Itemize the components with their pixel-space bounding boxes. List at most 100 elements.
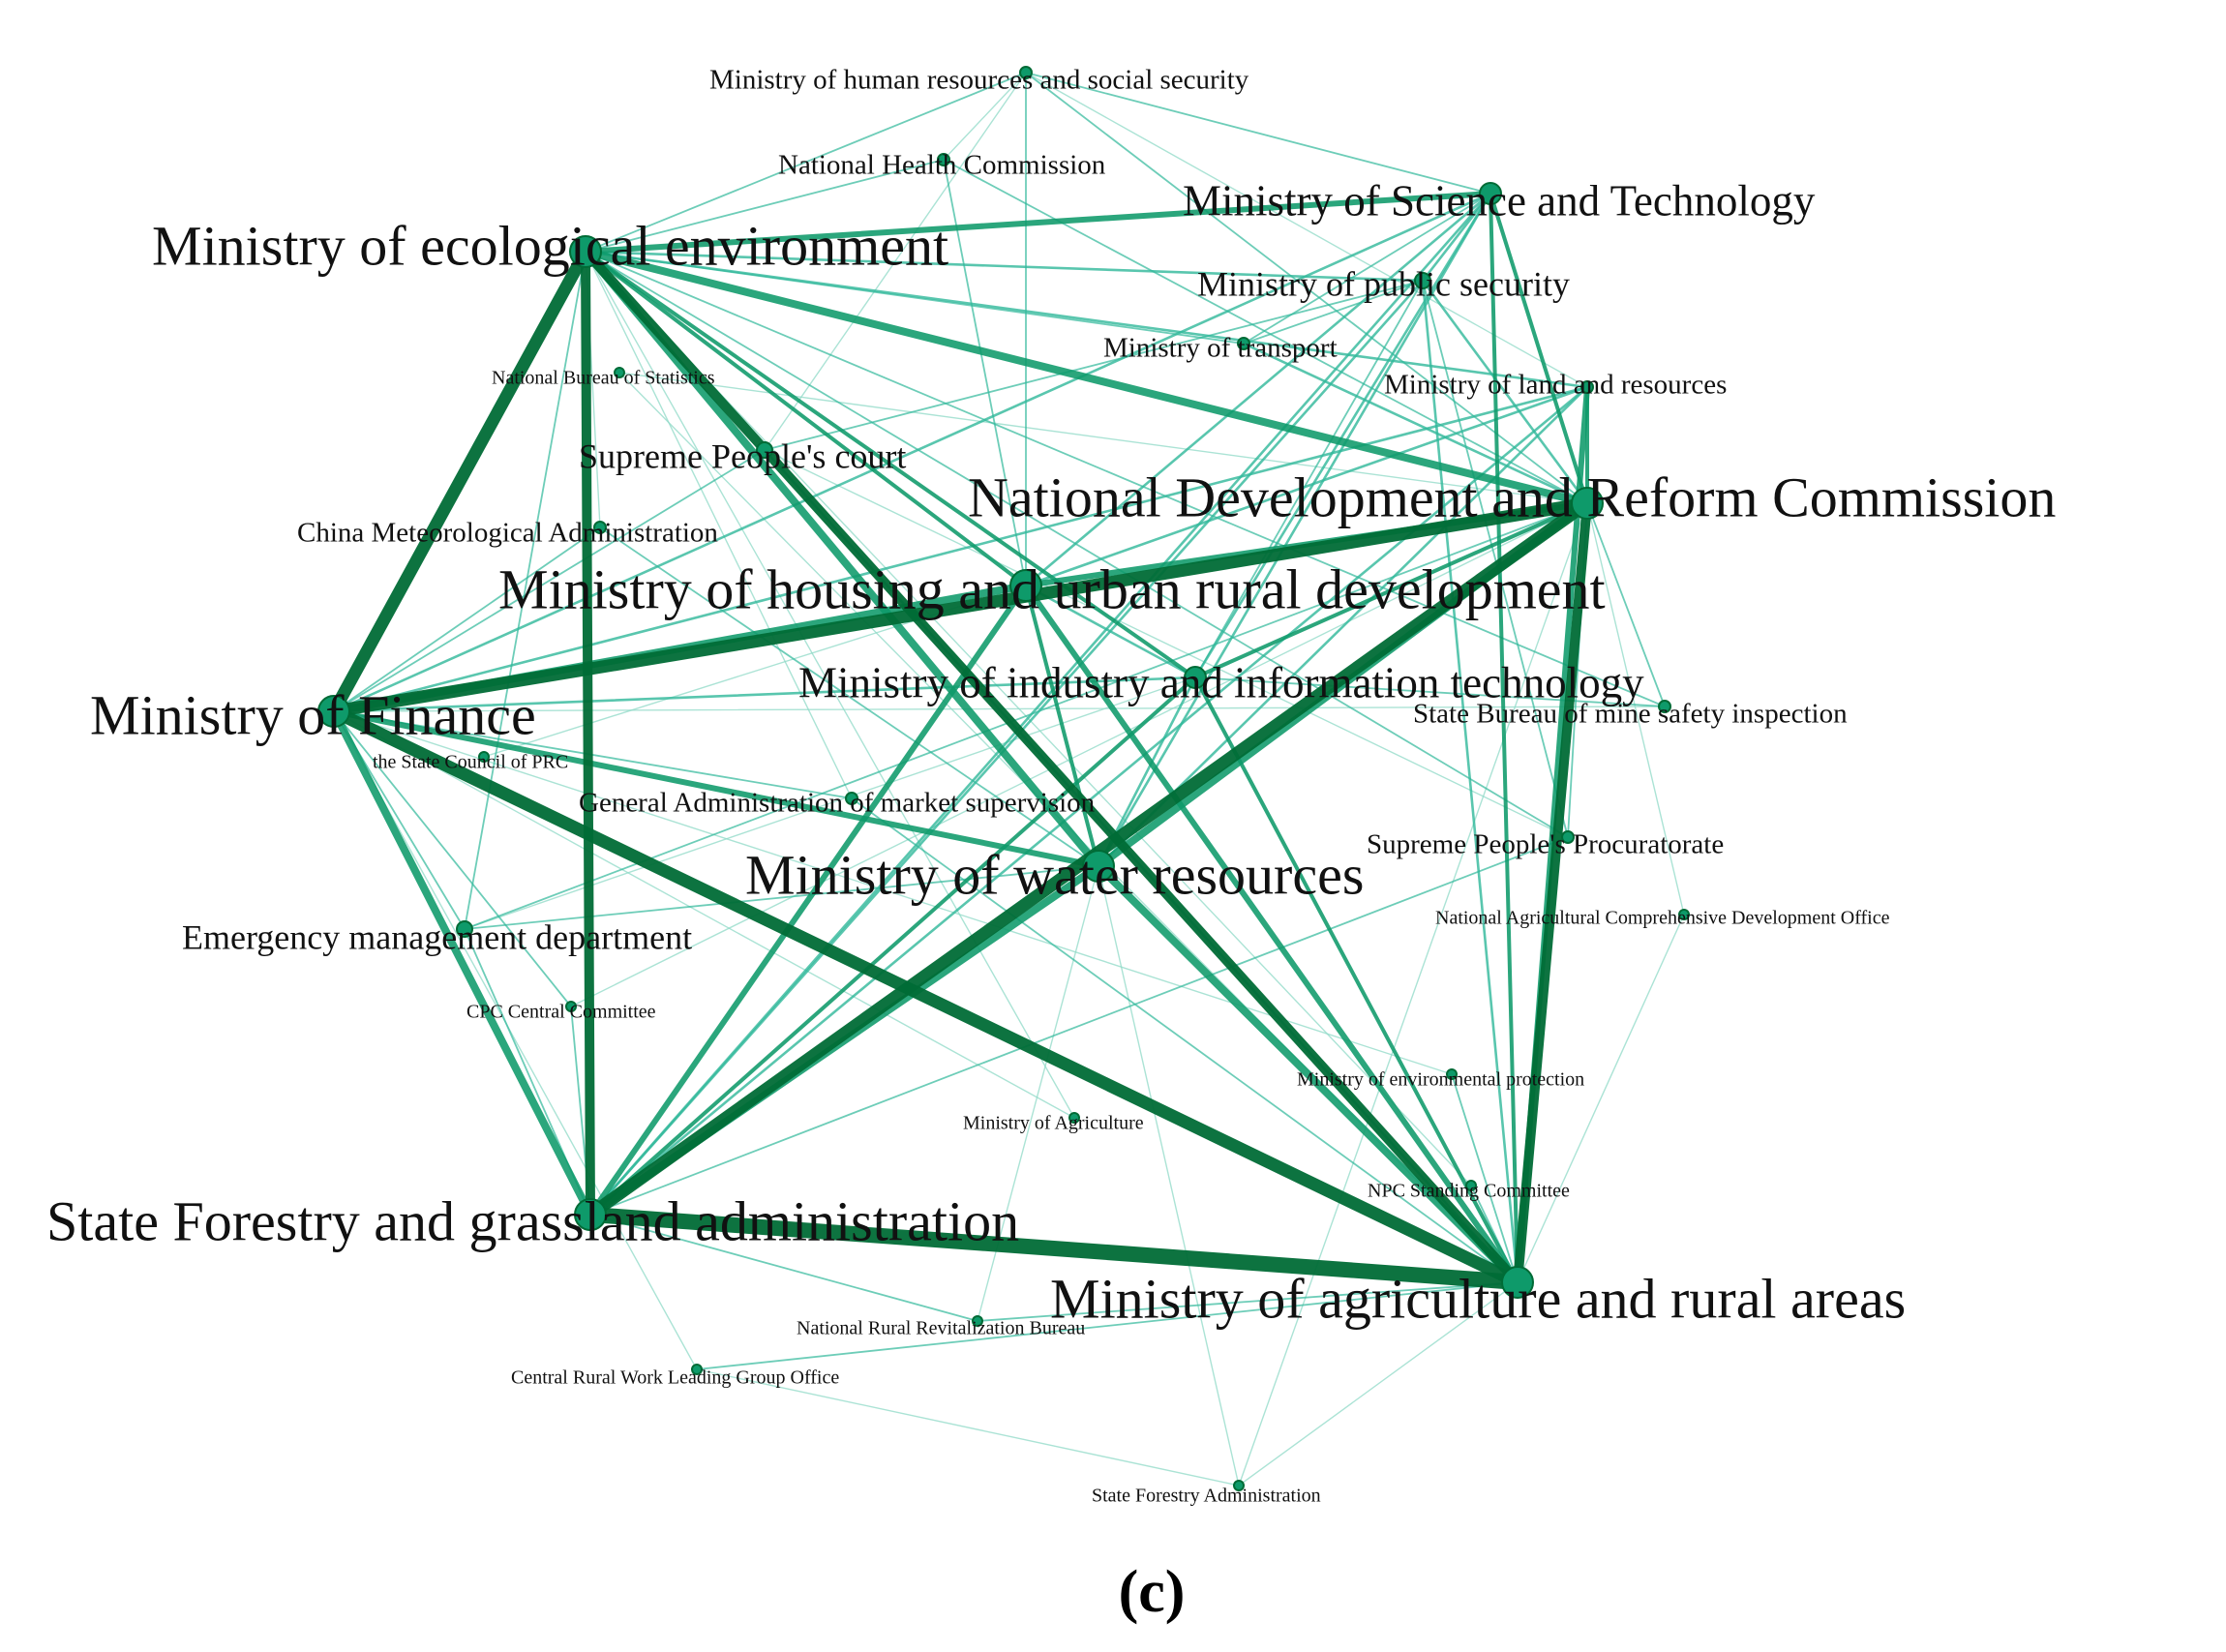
- node-label-mot: Ministry of transport: [1103, 333, 1338, 364]
- edge-mee-mps: [584, 250, 1425, 283]
- node-samr[interactable]: [845, 792, 858, 805]
- node-nrrb[interactable]: [972, 1315, 983, 1327]
- node-label-mohurd: Ministry of housing and urban rural deve…: [498, 557, 1606, 620]
- edge-cpc-ndrc: [570, 502, 1588, 1007]
- edge-ndrc-miit: [1193, 501, 1589, 679]
- edge-moa_rural-miit: [1193, 676, 1519, 1284]
- node-label-nacdo: National Agricultural Comprehensive Deve…: [1435, 908, 1890, 929]
- edge-sfga-spp: [589, 836, 1569, 1216]
- edge-nacdo-ndrc: [1586, 502, 1685, 916]
- edge-sfga-miit: [588, 676, 1197, 1216]
- node-scprc[interactable]: [478, 751, 490, 763]
- node-most[interactable]: [1479, 182, 1502, 205]
- edge-mohurd-most: [1024, 192, 1492, 587]
- node-sfa[interactable]: [1233, 1480, 1245, 1491]
- edge-moa_rural-most: [1489, 192, 1519, 1284]
- node-label-npcsc: NPC Standing Committee: [1368, 1181, 1570, 1202]
- node-spc[interactable]: [756, 441, 773, 459]
- node-mof[interactable]: [317, 695, 350, 728]
- edge-mohurd-miit: [1024, 584, 1197, 679]
- node-mps[interactable]: [1414, 272, 1431, 289]
- edge-mee-mwr: [582, 248, 1102, 870]
- edge-mof-cma: [333, 526, 601, 712]
- edge-spc-spp: [764, 449, 1569, 838]
- node-emd[interactable]: [456, 920, 473, 938]
- edge-sfa-ndrc: [1238, 502, 1588, 1487]
- node-label-samr: General Administration of market supervi…: [579, 788, 1096, 819]
- node-label-mps: Ministry of public security: [1197, 264, 1570, 303]
- edge-sfa-mwr: [1098, 865, 1240, 1487]
- edge-sfga-nrrb: [589, 1214, 978, 1322]
- node-label-mof: Ministry of Finance: [90, 683, 536, 746]
- edge-mee-sfga: [581, 247, 595, 1219]
- edge-ndrc-mohrss: [1025, 72, 1588, 504]
- node-cma[interactable]: [593, 521, 607, 534]
- edge-moa_rural-crwlgo: [696, 1281, 1519, 1370]
- edge-mee-most: [583, 191, 1493, 255]
- edge-mee-mof: [327, 245, 592, 718]
- edge-mof-mlr: [332, 385, 1589, 713]
- node-label-sfga: State Forestry and grassland administrat…: [46, 1189, 1019, 1252]
- edge-mof-ndrc: [327, 496, 1594, 718]
- edge-mof-moa_rural: [327, 705, 1524, 1289]
- node-label-mwr: Ministry of water resources: [745, 843, 1364, 906]
- node-mee[interactable]: [569, 235, 602, 268]
- node-label-spc: Supreme People's court: [579, 436, 906, 475]
- node-moag[interactable]: [1068, 1112, 1080, 1124]
- panel-label: (c): [1119, 1559, 1186, 1625]
- node-nbs[interactable]: [614, 367, 625, 378]
- node-label-cma: China Meteorological Administration: [297, 518, 718, 549]
- node-mohrss[interactable]: [1019, 66, 1033, 79]
- node-label-mohrss: Ministry of human resources and social s…: [709, 65, 1249, 96]
- edge-moa_rural-mohurd: [1023, 583, 1520, 1285]
- edge-mwr-most: [1097, 192, 1492, 868]
- edge-ndrc-most: [1489, 192, 1589, 505]
- node-sfga[interactable]: [574, 1198, 607, 1231]
- nodes-layer: [317, 66, 1690, 1491]
- node-label-moa_rural: Ministry of agriculture and rural areas: [1050, 1267, 1906, 1330]
- edge-ndrc-mot: [1242, 342, 1589, 505]
- edge-mohrss-nhc: [943, 72, 1027, 161]
- edge-mps-spp: [1422, 280, 1569, 838]
- edge-mof-most: [332, 192, 1492, 713]
- node-mohurd[interactable]: [1009, 569, 1042, 602]
- node-sbmsi[interactable]: [1658, 700, 1671, 713]
- edge-mof-cpc: [333, 710, 572, 1007]
- node-label-mee: Ministry of ecological environment: [152, 214, 948, 277]
- node-cpc[interactable]: [565, 1001, 577, 1012]
- node-crwlgo[interactable]: [691, 1364, 703, 1375]
- node-miit[interactable]: [1184, 666, 1207, 689]
- node-label-nhc: National Health Commission: [778, 150, 1106, 181]
- edge-moa_rural-mps: [1421, 279, 1519, 1284]
- edge-miit-mps: [1194, 280, 1424, 678]
- node-mwr[interactable]: [1082, 850, 1115, 883]
- edge-mps-mot: [1243, 280, 1424, 345]
- edge-mps-spc: [764, 280, 1424, 451]
- node-nacdo[interactable]: [1678, 909, 1690, 920]
- node-nhc[interactable]: [937, 153, 950, 166]
- node-label-mep: Ministry of environmental protection: [1297, 1069, 1584, 1091]
- edge-mee-nhc: [585, 159, 945, 253]
- node-spp[interactable]: [1561, 830, 1575, 844]
- edge-ndrc-sbmsi: [1586, 502, 1666, 707]
- edge-mee-miit: [584, 250, 1197, 679]
- edge-sfga-most: [588, 192, 1492, 1216]
- node-label-scprc: the State Council of PRC: [373, 752, 568, 773]
- node-npcsc[interactable]: [1465, 1180, 1477, 1191]
- edge-mof-spc: [333, 449, 766, 712]
- edge-sfga-moa_rural: [583, 1207, 1525, 1290]
- edge-moa_rural-nacdo: [1517, 914, 1685, 1283]
- node-mep[interactable]: [1446, 1068, 1458, 1080]
- node-mlr[interactable]: [1580, 380, 1594, 394]
- node-mot[interactable]: [1237, 337, 1250, 350]
- node-ndrc[interactable]: [1571, 487, 1604, 520]
- node-label-sbmsi: State Bureau of mine safety inspection: [1413, 699, 1848, 730]
- edge-mwr-mohurd: [1024, 584, 1100, 868]
- edge-ndrc-nhc: [943, 159, 1588, 504]
- labels-layer: National Development and Reform Commissi…: [46, 65, 2056, 1507]
- node-label-spp: Supreme People's Procuratorate: [1367, 829, 1724, 860]
- edge-miit-most: [1193, 192, 1492, 679]
- edge-mee-mohurd: [584, 250, 1028, 587]
- node-moa_rural[interactable]: [1501, 1266, 1534, 1299]
